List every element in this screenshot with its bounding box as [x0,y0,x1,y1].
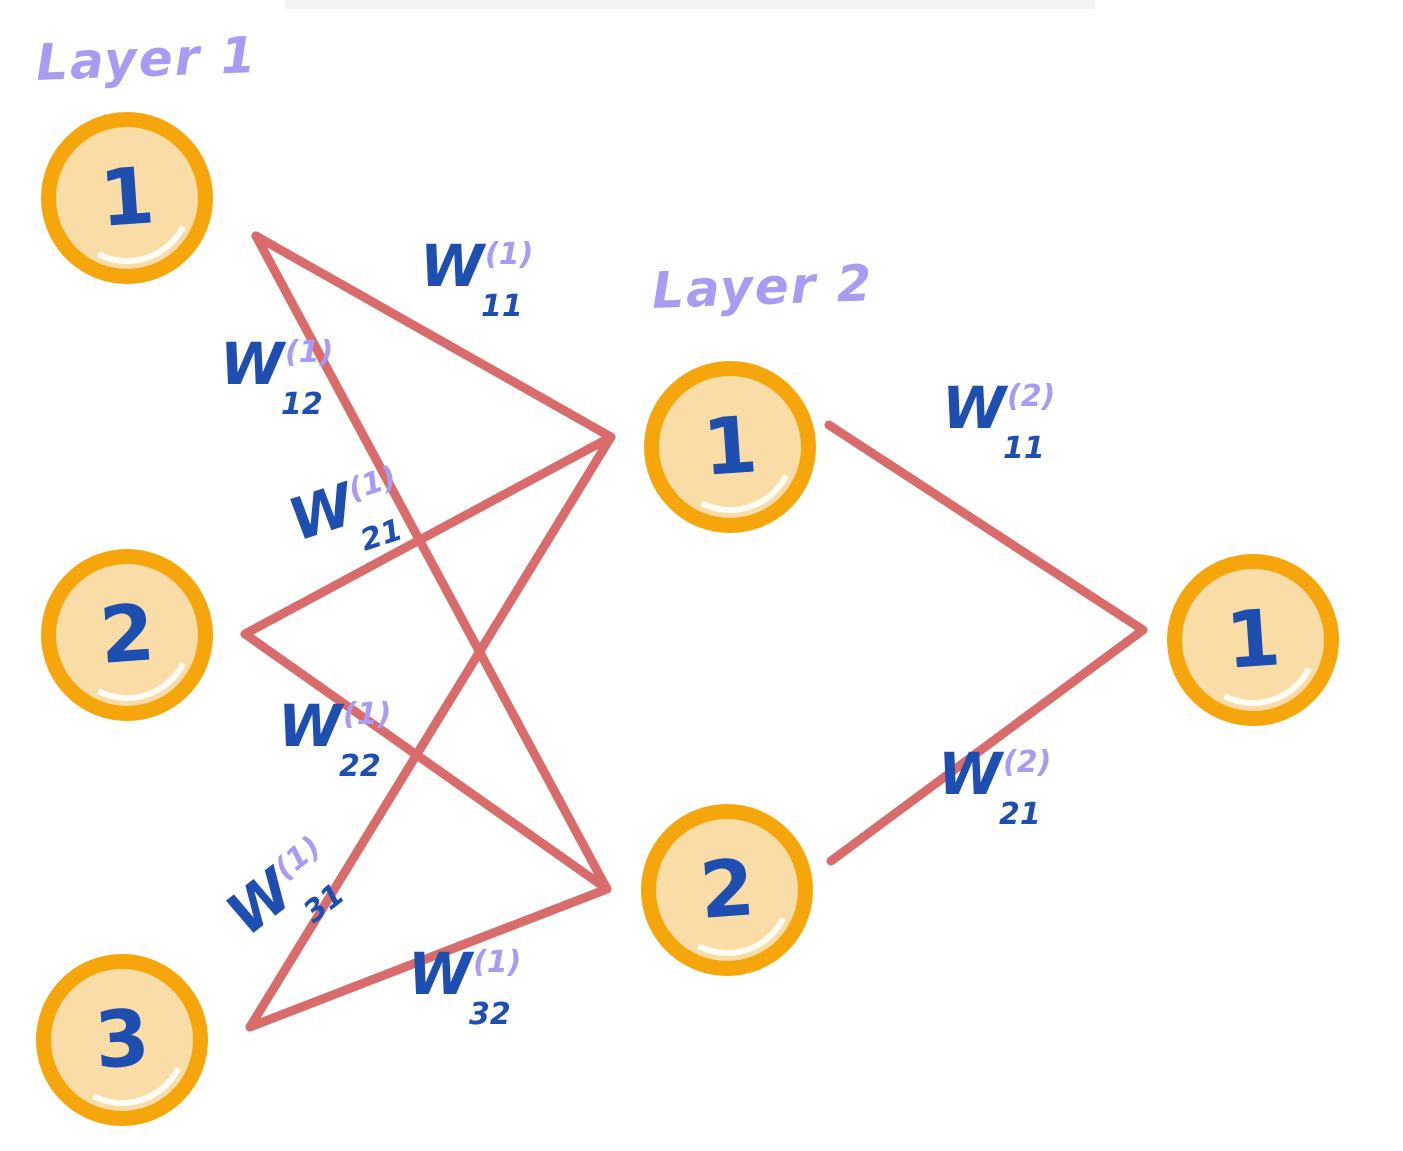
edge-l1n1-l2n1 [251,231,616,442]
layer1-title: Layer 1 [35,26,259,92]
weight-scripts: (2) 11 [1003,379,1056,464]
node-output-1-label: 1 [1222,593,1284,687]
weight-label-w11-2: W (2) 11 [942,374,1056,464]
weight-label-w21-2: W (2) 21 [938,740,1052,830]
weight-subscript: 11 [480,289,523,324]
node-layer2-2: 2 [641,804,813,976]
edge-l1n3-l2n2 [245,884,612,1032]
edge-l2n2-out1 [826,625,1148,866]
weight-scripts: (1) 11 [481,237,534,322]
edge-l1n3-l2n1 [245,432,616,1032]
weight-scripts: (1) 32 [469,945,522,1030]
weight-base: W [942,374,1006,442]
node-layer2-1: 1 [644,361,816,533]
edge-l1n2-l2n2 [240,629,612,894]
weight-scripts: (1) 22 [339,697,392,782]
edge-l2n1-out1 [824,420,1148,635]
weight-scripts: (1) 12 [281,335,334,420]
weight-superscript: (1) [342,697,392,732]
weight-base: W [220,330,284,398]
weight-superscript: (1) [284,335,334,370]
weight-base: W [278,692,342,760]
weight-subscript: 32 [468,997,511,1032]
node-layer1-3-label: 3 [91,993,153,1087]
weight-superscript: (1) [484,237,534,272]
weight-label-w32-1: W (1) 32 [408,940,522,1030]
edge-l1n1-l2n2 [251,231,612,894]
weight-subscript: 11 [1002,431,1045,466]
node-layer2-1-label: 1 [699,400,761,494]
weight-superscript: (2) [1002,745,1052,780]
weight-superscript: (2) [1006,379,1056,414]
node-layer1-1-label: 1 [96,151,158,245]
weight-base: W [938,740,1002,808]
weight-label-w22-1: W (1) 22 [278,692,392,782]
node-layer1-3: 3 [36,954,208,1126]
weight-superscript: (1) [472,945,522,980]
node-output-1: 1 [1167,554,1339,726]
weight-label-w11-1: W (1) 11 [420,232,534,322]
edge-l1n2-l2n1 [240,432,616,639]
node-layer1-2-label: 2 [96,588,158,682]
node-layer2-2-label: 2 [696,843,758,937]
weight-subscript: 12 [280,387,323,422]
layer2-title: Layer 2 [651,254,875,320]
weight-subscript: 21 [998,797,1041,832]
weight-subscript: 22 [338,749,381,784]
weight-scripts: (2) 21 [999,745,1052,830]
weight-base: W [408,940,472,1008]
top-edge-artifact [285,0,1095,9]
weight-base: W [420,232,484,300]
node-layer1-2: 2 [41,549,213,721]
node-layer1-1: 1 [41,112,213,284]
weight-label-w12-1: W (1) 12 [220,330,334,420]
